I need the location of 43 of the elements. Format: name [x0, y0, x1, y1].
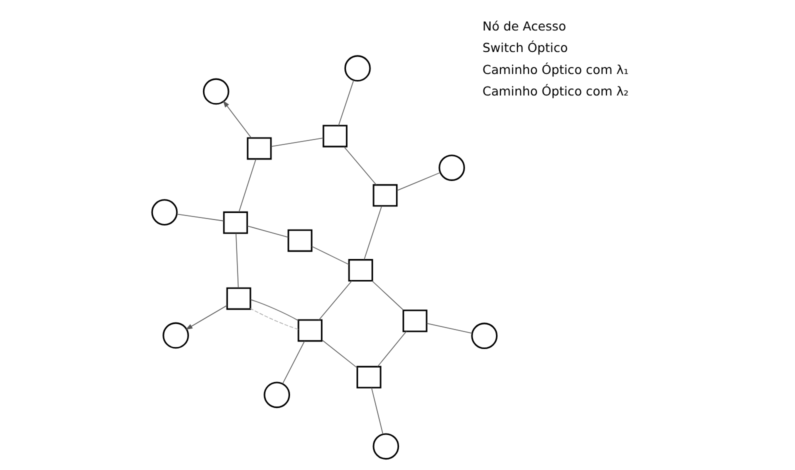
connector	[363, 206, 382, 260]
connector	[371, 280, 404, 310]
connector	[343, 146, 376, 186]
node-box	[372, 184, 398, 207]
connector	[426, 323, 472, 334]
connector	[338, 80, 354, 126]
node-box	[246, 137, 272, 160]
connector	[250, 299, 298, 322]
legend-label: Caminho Óptico com λ₁	[482, 62, 628, 77]
node-circle	[470, 322, 498, 350]
node-circle	[344, 55, 370, 82]
connector	[396, 172, 440, 191]
node-box	[356, 366, 381, 388]
arrow	[222, 100, 252, 138]
connector	[176, 214, 224, 222]
legend-label: Caminho Óptico com λ₂	[482, 84, 628, 99]
node-circle	[162, 322, 188, 349]
node-circle	[150, 199, 178, 226]
legend-label: Nó de Acesso	[482, 18, 566, 34]
node-box	[287, 229, 312, 252]
node-box	[322, 124, 347, 148]
connector	[270, 138, 324, 147]
node-box	[402, 310, 427, 332]
connector	[376, 331, 406, 367]
connector	[250, 308, 298, 330]
node-circle	[202, 78, 229, 105]
legend-label: Switch Óptico	[482, 40, 568, 56]
connector	[370, 387, 383, 435]
connector	[310, 246, 349, 265]
connector	[238, 158, 256, 212]
connector	[282, 340, 304, 384]
node-box	[222, 211, 248, 234]
connector	[246, 226, 288, 238]
node-box	[348, 259, 373, 282]
node-circle	[263, 382, 290, 408]
node-box	[226, 287, 251, 310]
connector	[318, 280, 352, 320]
node-box	[297, 319, 322, 342]
node-circle	[438, 154, 464, 181]
node-circle	[372, 433, 399, 460]
connector	[321, 340, 358, 368]
connector	[235, 232, 238, 288]
arrow	[185, 305, 227, 330]
